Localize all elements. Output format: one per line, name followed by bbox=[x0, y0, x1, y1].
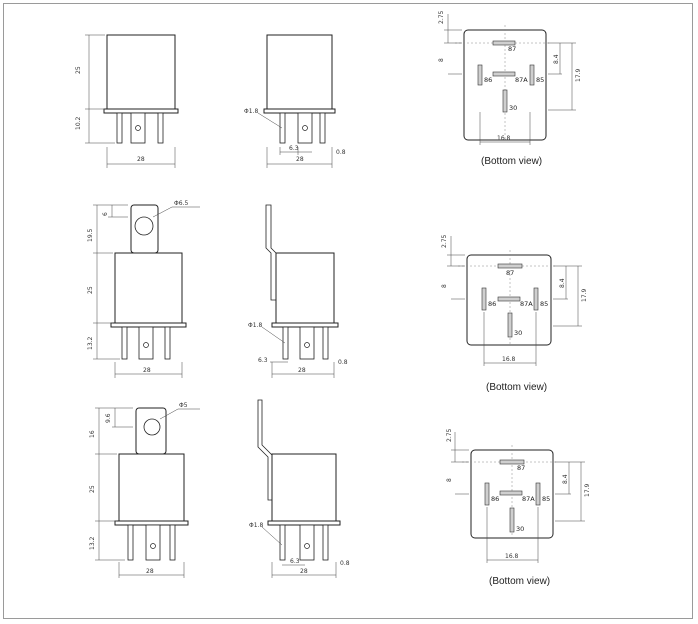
dim-thickness: 0.8 bbox=[340, 560, 350, 567]
dim-d4: 17.9 bbox=[575, 68, 582, 82]
dim-d5: 16.8 bbox=[502, 356, 516, 363]
pin-86: 86 bbox=[484, 76, 492, 84]
pin-85: 85 bbox=[540, 300, 548, 308]
pin-86: 86 bbox=[488, 300, 496, 308]
pin-87: 87 bbox=[508, 45, 516, 53]
side-view-1: Φ1.8 6.3 28 0.8 bbox=[244, 34, 346, 168]
bottom-view-2: 87 86 87A 85 30 2.75 8 8.4 17.9 16.8 (Bo… bbox=[441, 234, 588, 393]
dim-pitch: 6.3 bbox=[290, 558, 300, 565]
dim-height: 25 bbox=[87, 286, 94, 294]
pin-86: 86 bbox=[491, 495, 499, 503]
dim-width: 28 bbox=[137, 156, 145, 163]
bottom-view-caption: (Bottom view) bbox=[486, 382, 547, 393]
dim-hole: Φ1.8 bbox=[244, 108, 258, 115]
front-view-2: Φ6.5 19.5 6 25 13.2 28 bbox=[87, 200, 200, 378]
dim-pitch: 6.3 bbox=[289, 145, 299, 152]
dim-width: 28 bbox=[296, 156, 304, 163]
dim-hole: Φ6.5 bbox=[174, 200, 188, 207]
dim-hole: Φ5 bbox=[179, 402, 188, 409]
dim-d3: 8.4 bbox=[562, 474, 569, 484]
front-view-1: 25 10.2 28 bbox=[75, 34, 179, 168]
pin-87a: 87A bbox=[522, 495, 535, 503]
pin-30: 30 bbox=[516, 525, 524, 533]
bottom-view-3: 87 86 87A 85 30 2.75 8 8.4 17.9 16.8 (Bo… bbox=[446, 428, 591, 587]
pin-87: 87 bbox=[506, 269, 514, 277]
side-view-2: Φ1.8 6.3 28 0.8 bbox=[248, 204, 348, 378]
dim-height: 25 bbox=[89, 485, 96, 493]
side-view-3: Φ1.8 6.3 28 0.8 bbox=[249, 399, 350, 578]
dim-d3: 8.4 bbox=[553, 54, 560, 64]
pin-87a: 87A bbox=[515, 76, 528, 84]
dim-d5: 16.8 bbox=[497, 135, 511, 142]
dim-width: 28 bbox=[300, 568, 308, 575]
bottom-view-caption: (Bottom view) bbox=[489, 576, 550, 587]
dim-width: 28 bbox=[143, 367, 151, 374]
dim-d3: 8.4 bbox=[559, 278, 566, 288]
pin-30: 30 bbox=[509, 104, 517, 112]
dim-pin-length: 13.2 bbox=[87, 336, 94, 350]
dim-width: 28 bbox=[146, 568, 154, 575]
dim-thickness: 0.8 bbox=[338, 359, 348, 366]
pin-87: 87 bbox=[517, 464, 525, 472]
pin-85: 85 bbox=[536, 76, 544, 84]
dim-hole: Φ1.8 bbox=[248, 322, 262, 329]
dim-slot: 6 bbox=[102, 212, 109, 216]
pin-30: 30 bbox=[514, 329, 522, 337]
dim-d2: 8 bbox=[446, 478, 453, 482]
dim-pin-length: 13.2 bbox=[89, 536, 96, 550]
bottom-view-caption: (Bottom view) bbox=[481, 156, 542, 167]
bottom-view-1: 87 86 87A 85 30 2.75 8 8.4 17.9 16.8 (Bo… bbox=[438, 10, 582, 167]
front-view-3: Φ5 16 9.6 25 13.2 28 bbox=[89, 402, 200, 578]
dim-d1: 2.75 bbox=[446, 428, 453, 442]
dim-bracket: 19.5 bbox=[87, 228, 94, 242]
dim-d1: 2.75 bbox=[441, 234, 448, 248]
dim-thickness: 0.8 bbox=[336, 149, 346, 156]
dim-d4: 17.9 bbox=[584, 483, 591, 497]
dim-bracket: 16 bbox=[89, 430, 96, 438]
dim-hole: Φ1.8 bbox=[249, 522, 263, 529]
dim-slot: 9.6 bbox=[105, 413, 112, 423]
pin-85: 85 bbox=[542, 495, 550, 503]
dim-height: 25 bbox=[75, 66, 82, 74]
dim-d2: 8 bbox=[438, 58, 445, 62]
dim-d2: 8 bbox=[441, 284, 448, 288]
dim-d1: 2.75 bbox=[438, 10, 445, 24]
dim-pitch: 6.3 bbox=[258, 357, 268, 364]
pin-87a: 87A bbox=[520, 300, 533, 308]
dim-d5: 16.8 bbox=[505, 553, 519, 560]
dim-width: 28 bbox=[298, 367, 306, 374]
dim-d4: 17.9 bbox=[581, 288, 588, 302]
dim-pin-length: 10.2 bbox=[75, 116, 82, 130]
